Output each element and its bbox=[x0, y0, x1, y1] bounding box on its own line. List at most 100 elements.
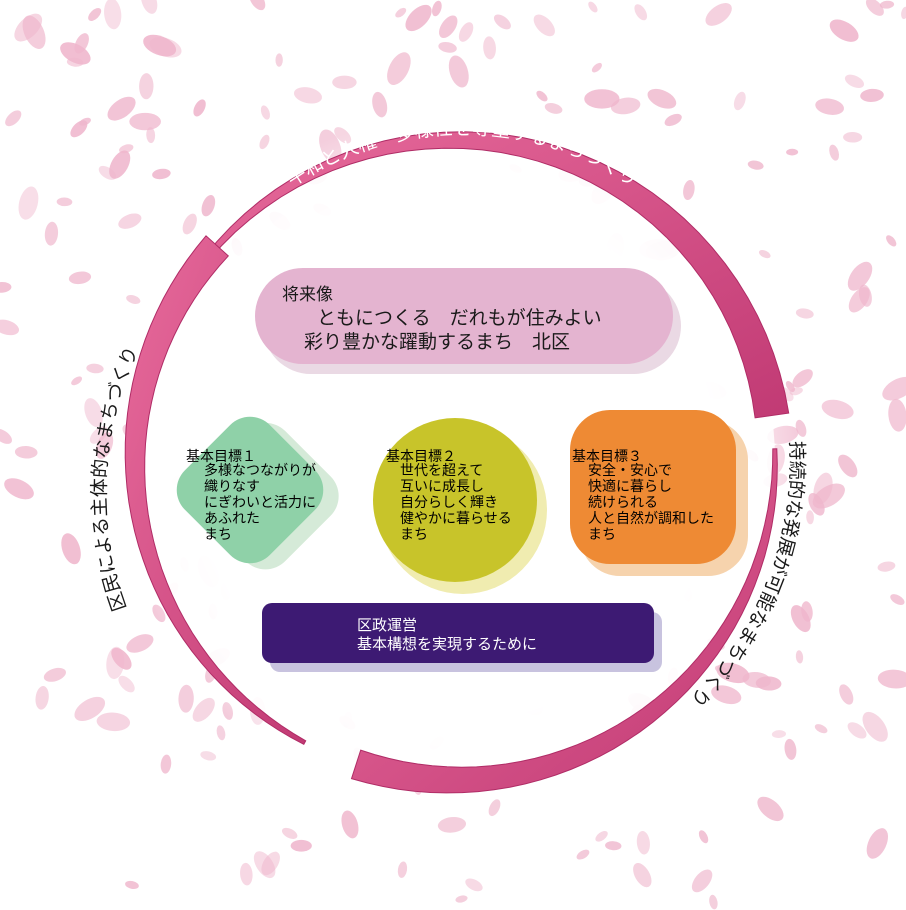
goal-2-line-4: 健やかに暮らせる bbox=[400, 511, 512, 527]
petal bbox=[488, 799, 501, 817]
petal bbox=[125, 880, 139, 889]
petal bbox=[595, 830, 608, 842]
ring-arrow-top bbox=[181, 131, 790, 419]
petal bbox=[118, 675, 135, 693]
petal bbox=[248, 0, 266, 11]
petal bbox=[60, 42, 91, 65]
petal bbox=[458, 22, 474, 42]
goal-2-line-2: 互いに成長し bbox=[400, 479, 484, 495]
petal bbox=[815, 98, 844, 115]
petal bbox=[14, 445, 38, 459]
petal bbox=[56, 197, 73, 207]
petal bbox=[879, 0, 895, 9]
goal-1-line-1: 多様なつながりが bbox=[204, 463, 316, 479]
ring-arrow-left bbox=[124, 235, 307, 745]
petal bbox=[372, 91, 388, 118]
ring-arrow-right bbox=[350, 448, 778, 794]
petal bbox=[829, 19, 859, 42]
petal bbox=[261, 851, 280, 876]
petal bbox=[647, 88, 677, 109]
goal-3-line-5: まち bbox=[588, 527, 616, 543]
petal bbox=[182, 213, 197, 235]
petal bbox=[104, 0, 122, 30]
governance-line-2: 基本構想を実現するために bbox=[357, 635, 538, 653]
petal bbox=[838, 454, 858, 478]
goal-3-line-4: 人と自然が調和した bbox=[588, 511, 714, 527]
goal-2-line-1: 世代を超えて bbox=[400, 463, 484, 479]
petal bbox=[584, 89, 620, 109]
petal bbox=[786, 148, 799, 156]
petal bbox=[901, 6, 906, 20]
petal bbox=[79, 117, 91, 126]
goal-1-line-5: まち bbox=[204, 527, 232, 543]
goal-2-line-5: まち bbox=[400, 527, 428, 543]
petal bbox=[44, 221, 59, 246]
petal bbox=[86, 363, 104, 374]
petal bbox=[792, 369, 813, 388]
ring-arrows bbox=[124, 131, 790, 794]
petal bbox=[705, 3, 732, 26]
petal bbox=[107, 96, 136, 121]
petal bbox=[275, 53, 283, 67]
petal bbox=[862, 711, 888, 742]
petal bbox=[109, 150, 131, 179]
petal bbox=[636, 830, 650, 855]
petal bbox=[439, 15, 458, 39]
petal bbox=[22, 15, 46, 49]
petal bbox=[747, 160, 764, 170]
petal bbox=[432, 0, 442, 17]
petal bbox=[882, 376, 906, 401]
petal bbox=[149, 37, 182, 58]
petal bbox=[544, 103, 563, 114]
petal bbox=[877, 561, 896, 572]
petal bbox=[813, 472, 833, 505]
petal bbox=[192, 697, 215, 722]
petal bbox=[533, 14, 555, 37]
petal bbox=[0, 428, 12, 444]
petal bbox=[397, 861, 408, 878]
goal-1-line-2: 織りなす bbox=[204, 479, 260, 495]
petal bbox=[698, 830, 709, 844]
petal bbox=[664, 113, 682, 127]
petal bbox=[576, 849, 590, 860]
petal bbox=[814, 724, 828, 734]
petal bbox=[843, 132, 863, 143]
petal bbox=[860, 88, 884, 102]
goal-1-title: 基本目標１ bbox=[186, 449, 256, 465]
petal bbox=[200, 751, 217, 761]
petal bbox=[96, 712, 131, 732]
goal-3-line-3: 続けられる bbox=[588, 495, 658, 511]
vision-box: 将来像 ともにつくる だれもが住みよい 彩り豊かな躍動するまち 北区 bbox=[255, 268, 673, 364]
petal bbox=[0, 319, 20, 336]
petal bbox=[536, 90, 548, 102]
petal bbox=[18, 186, 39, 220]
petal bbox=[483, 36, 496, 60]
petal bbox=[146, 127, 156, 144]
petal bbox=[341, 810, 359, 839]
petal bbox=[691, 869, 713, 893]
petal bbox=[839, 684, 854, 705]
petal bbox=[240, 862, 253, 886]
petal bbox=[95, 432, 114, 459]
petal bbox=[405, 4, 432, 32]
petal bbox=[68, 271, 92, 285]
petal bbox=[88, 7, 102, 21]
petal bbox=[795, 308, 814, 319]
petal bbox=[844, 74, 865, 89]
petal bbox=[821, 399, 854, 420]
petal bbox=[437, 816, 467, 833]
petal bbox=[605, 841, 622, 851]
petal bbox=[847, 261, 873, 291]
petal bbox=[140, 0, 158, 14]
petal bbox=[591, 62, 602, 73]
petal bbox=[465, 878, 483, 892]
petal bbox=[847, 722, 867, 739]
vision-line-1: ともにつくる だれもが住みよい bbox=[317, 307, 602, 329]
petal bbox=[201, 194, 216, 217]
petal bbox=[118, 213, 142, 229]
petal bbox=[829, 144, 840, 161]
petal bbox=[588, 1, 598, 13]
petal bbox=[448, 55, 469, 88]
petal bbox=[126, 295, 141, 304]
